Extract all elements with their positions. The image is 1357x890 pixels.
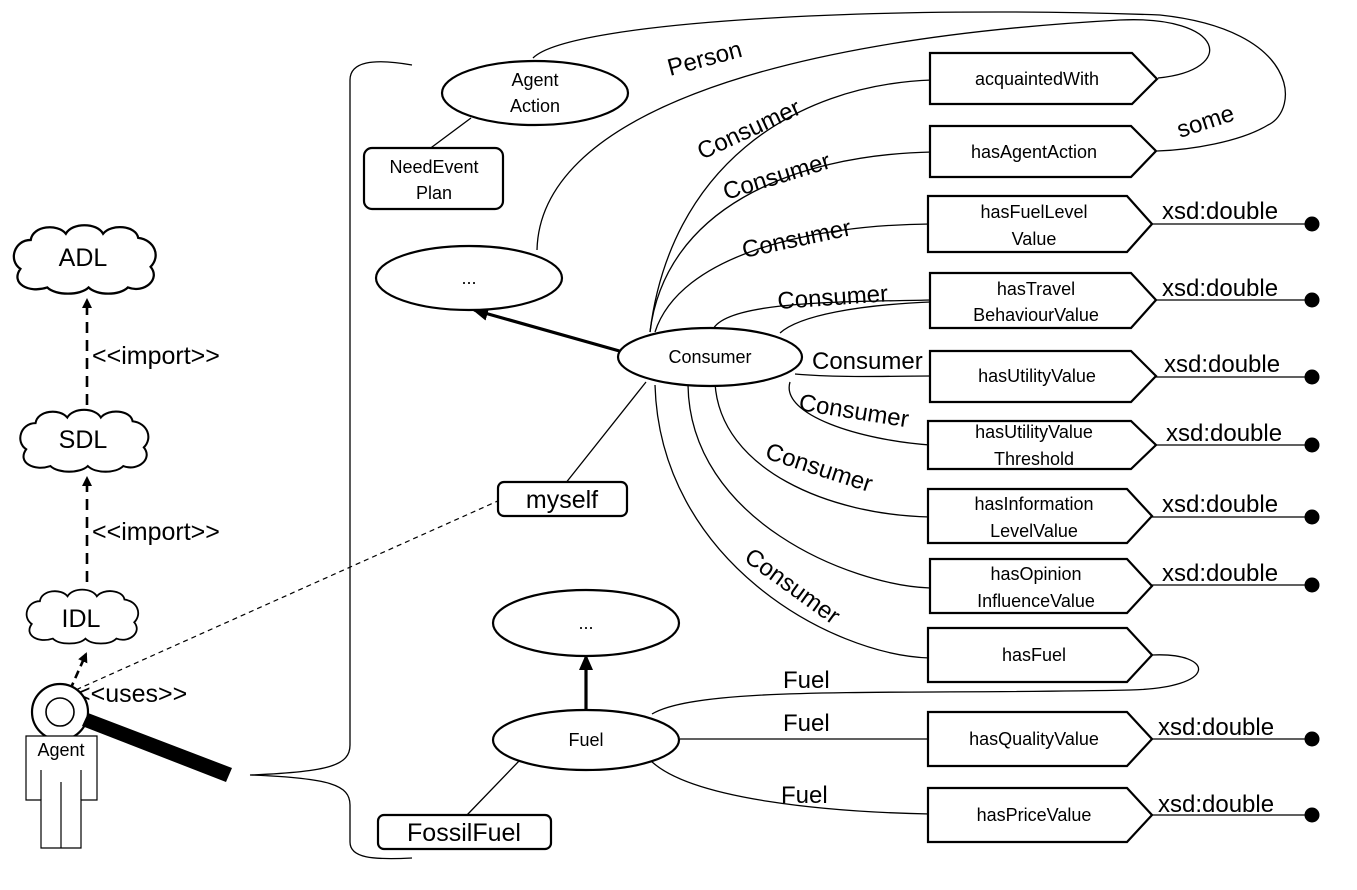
svg-text:hasQualityValue: hasQualityValue <box>969 729 1099 749</box>
property-has-information-level-value: hasInformation LevelValue <box>926 487 1154 545</box>
svg-text:hasTravel: hasTravel <box>997 279 1075 299</box>
uses-label: <<uses>> <box>76 680 187 708</box>
uses-arrow <box>68 652 88 691</box>
adl-label: ADL <box>59 244 108 272</box>
agent-action-line2: Action <box>510 96 560 116</box>
property-has-fuel: hasFuel <box>926 626 1154 684</box>
edge-label-consumer: Consumer <box>777 280 889 315</box>
fossil-fuel-label: FossilFuel <box>407 819 521 847</box>
individual-myself: myself <box>496 480 629 518</box>
edge-label-consumer: Consumer <box>720 148 834 206</box>
edge-label-consumer: Consumer <box>739 543 844 630</box>
edge-label-consumer: Consumer <box>812 348 923 375</box>
svg-text:hasInformation: hasInformation <box>974 494 1093 514</box>
idl-label: IDL <box>62 605 101 633</box>
datatype-dots <box>1304 216 1320 823</box>
svg-text:hasFuelLevel: hasFuelLevel <box>980 202 1087 222</box>
svg-text:Plan: Plan <box>416 183 452 203</box>
sdl-label: SDL <box>59 426 108 454</box>
svg-text:hasFuel: hasFuel <box>1002 645 1066 665</box>
edge-label-consumer: Consumer <box>693 94 805 165</box>
svg-text:LevelValue: LevelValue <box>990 521 1078 541</box>
magnifier-icon <box>30 682 90 742</box>
datatype-label: xsd:double <box>1162 491 1278 518</box>
consumer-label: Consumer <box>668 347 751 367</box>
class-unnamed-bottom: ... <box>491 588 681 658</box>
individual-need-event-plan: NeedEvent Plan <box>362 146 505 211</box>
edge-label-consumer: Consumer <box>762 438 876 498</box>
svg-text:BehaviourValue: BehaviourValue <box>973 305 1099 325</box>
datatype-labels: xsd:double xsd:double xsd:double xsd:dou… <box>1158 198 1282 818</box>
agent-label: Agent <box>37 740 84 760</box>
import-label-2: <<import>> <box>92 518 220 546</box>
svg-text:hasPriceValue: hasPriceValue <box>977 805 1092 825</box>
individual-fossil-fuel: FossilFuel <box>376 813 553 851</box>
property-has-travel-behaviour-value: hasTravel BehaviourValue <box>928 271 1158 330</box>
fuel-label: Fuel <box>568 730 603 750</box>
svg-text:Threshold: Threshold <box>994 449 1074 469</box>
svg-text:hasUtilityValue: hasUtilityValue <box>975 422 1093 442</box>
svg-text:hasAgentAction: hasAgentAction <box>971 142 1097 162</box>
datatype-label: xsd:double <box>1164 351 1280 378</box>
datatype-label: xsd:double <box>1158 714 1274 741</box>
cloud-sdl: SDL <box>19 408 150 473</box>
svg-text:InfluenceValue: InfluenceValue <box>977 591 1095 611</box>
property-has-quality-value: hasQualityValue <box>926 710 1154 768</box>
edge-label-consumer: Consumer <box>740 214 854 263</box>
datatype-label: xsd:double <box>1162 198 1278 225</box>
connector-lines <box>427 11 1312 816</box>
property-has-opinion-influence-value: hasOpinion InfluenceValue <box>928 557 1154 615</box>
svg-text:hasOpinion: hasOpinion <box>990 564 1081 584</box>
edge-label-some: some <box>1174 100 1238 144</box>
class-consumer: Consumer <box>616 326 804 388</box>
brace <box>249 61 413 860</box>
import-label-1: <<import>> <box>92 342 220 370</box>
class-agent-action: Agent Action <box>440 59 630 127</box>
datatype-label: xsd:double <box>1158 791 1274 818</box>
edge-label-consumer: Consumer <box>797 389 911 433</box>
property-acquainted-with: acquaintedWith <box>928 51 1159 106</box>
svg-text:...: ... <box>578 613 593 633</box>
svg-text:NeedEvent: NeedEvent <box>389 157 478 177</box>
datatype-label: xsd:double <box>1166 420 1282 447</box>
property-has-utility-value: hasUtilityValue <box>928 349 1158 404</box>
edge-label-fuel: Fuel <box>783 667 830 694</box>
property-has-price-value: hasPriceValue <box>926 786 1154 844</box>
class-fuel: Fuel <box>491 708 681 772</box>
datatype-label: xsd:double <box>1162 560 1278 587</box>
edge-label-fuel: Fuel <box>781 782 828 809</box>
property-has-fuel-level-value: hasFuelLevel Value <box>926 194 1154 254</box>
cloud-adl: ADL <box>12 224 157 295</box>
myself-label: myself <box>526 486 598 514</box>
edge-label-fuel: Fuel <box>783 710 830 737</box>
svg-text:acquaintedWith: acquaintedWith <box>975 69 1099 89</box>
datatype-label: xsd:double <box>1162 275 1278 302</box>
svg-text:Value: Value <box>1012 229 1057 249</box>
class-unnamed-top: ... <box>374 244 564 312</box>
subclass-arrow-consumer <box>472 307 624 354</box>
cloud-idl: IDL <box>25 588 140 645</box>
svg-text:hasUtilityValue: hasUtilityValue <box>978 366 1096 386</box>
property-has-utility-value-threshold: hasUtilityValue Threshold <box>926 419 1158 471</box>
property-has-agent-action: hasAgentAction <box>928 124 1158 179</box>
edge-label-person: Person <box>665 36 745 82</box>
agent-figure: Agent <box>25 682 232 849</box>
agent-action-line1: Agent <box>511 70 558 90</box>
svg-text:...: ... <box>461 268 476 288</box>
